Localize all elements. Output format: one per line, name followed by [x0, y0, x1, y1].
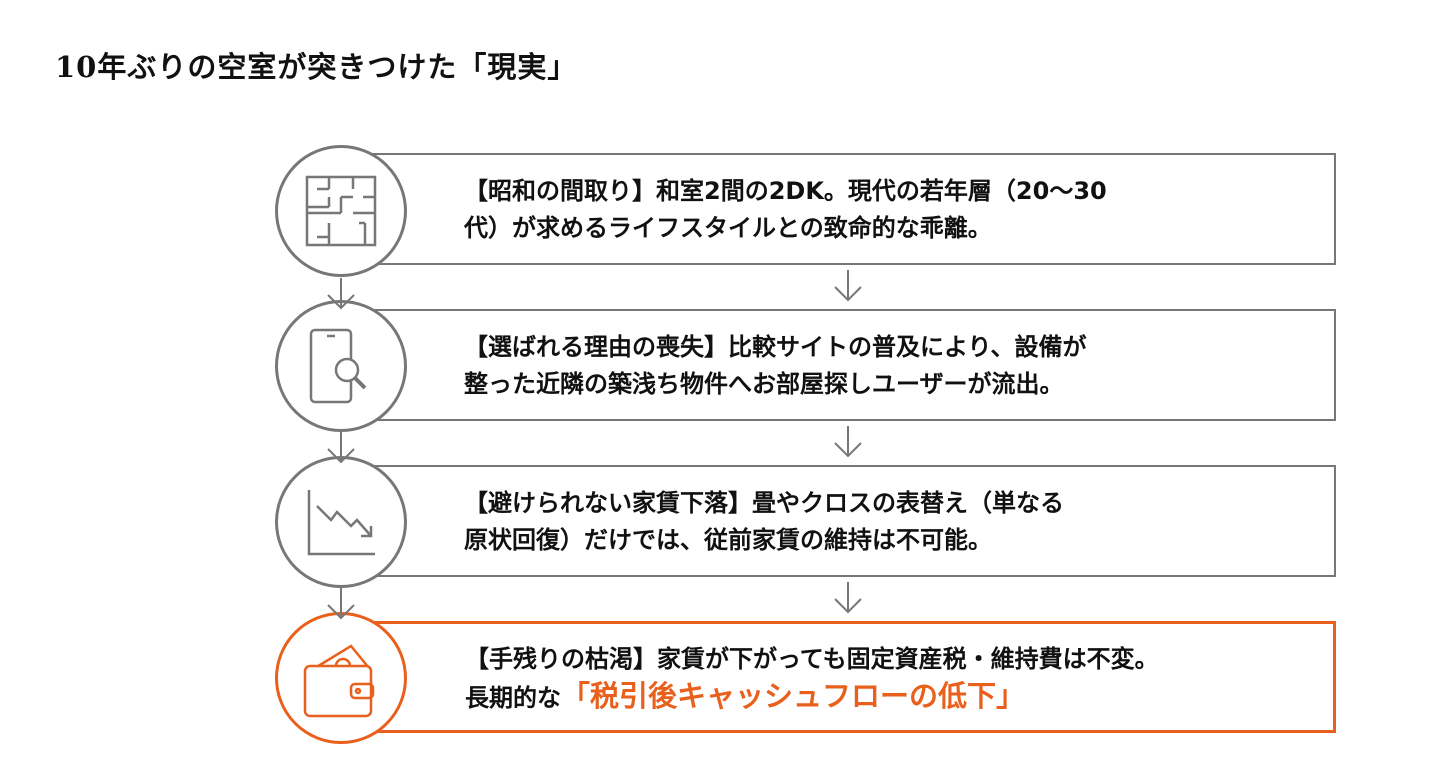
floor-plan-icon — [305, 175, 377, 247]
declining-chart-icon — [307, 490, 375, 556]
slide-title: 10年ぶりの空室が突きつけた「現実」 — [55, 50, 578, 84]
declining-chart-icon-circle — [275, 456, 407, 588]
step-text: 【昭和の間取り】和室2間の2DK。現代の若年層（20〜30 代）が求めるライフス… — [464, 173, 1107, 247]
down-arrow-icon — [834, 270, 862, 302]
step-box-phone-search: 【選ばれる理由の喪失】比較サイトの普及により、設備が 整った近隣の築浅ち物件へお… — [340, 309, 1336, 421]
step-text: 【避けられない家賃下落】畳やクロスの表替え（単なる 原状回復）だけでは、従前家賃… — [464, 485, 1064, 559]
phone-search-icon-circle — [275, 300, 407, 432]
down-arrow-icon — [834, 582, 862, 614]
step-line: 【手残りの枯渇】家賃が下がっても固定資産税・維持費は不変。 — [465, 645, 1159, 673]
phone-search-icon — [309, 328, 367, 404]
step-line: 【選ばれる理由の喪失】比較サイトの普及により、設備が — [464, 333, 1087, 361]
step-line-prefix: 長期的な — [465, 684, 561, 712]
step-line: 【昭和の間取り】和室2間の2DK。現代の若年層（20〜30 — [464, 177, 1107, 205]
wallet-icon — [303, 644, 375, 718]
floor-plan-icon-circle — [275, 145, 407, 277]
step-line: 代）が求めるライフスタイルとの致命的な乖離。 — [464, 214, 992, 242]
down-arrow-icon — [834, 426, 862, 458]
wallet-icon-circle — [275, 612, 407, 744]
step-box-floor-plan: 【昭和の間取り】和室2間の2DK。現代の若年層（20〜30 代）が求めるライフス… — [340, 153, 1336, 265]
step-line: 原状回復）だけでは、従前家賃の維持は不可能。 — [464, 526, 992, 554]
down-arrow-icon — [327, 432, 355, 464]
step-line: 整った近隣の築浅ち物件へお部屋探しユーザーが流出。 — [464, 370, 1064, 398]
step-line: 【避けられない家賃下落】畳やクロスの表替え（単なる — [464, 489, 1064, 517]
down-arrow-icon — [327, 278, 355, 310]
step-text: 【手残りの枯渇】家賃が下がっても固定資産税・維持費は不変。 長期的な「税引後キャ… — [465, 641, 1159, 717]
highlight-text: 「税引後キャッシュフローの低下」 — [561, 679, 1026, 713]
step-box-rent-decline: 【避けられない家賃下落】畳やクロスの表替え（単なる 原状回復）だけでは、従前家賃… — [340, 465, 1336, 577]
down-arrow-icon — [327, 588, 355, 620]
step-box-cashflow: 【手残りの枯渇】家賃が下がっても固定資産税・維持費は不変。 長期的な「税引後キャ… — [340, 621, 1336, 733]
step-text: 【選ばれる理由の喪失】比較サイトの普及により、設備が 整った近隣の築浅ち物件へお… — [464, 329, 1087, 403]
step-line: 長期的な「税引後キャッシュフローの低下」 — [465, 678, 1159, 717]
